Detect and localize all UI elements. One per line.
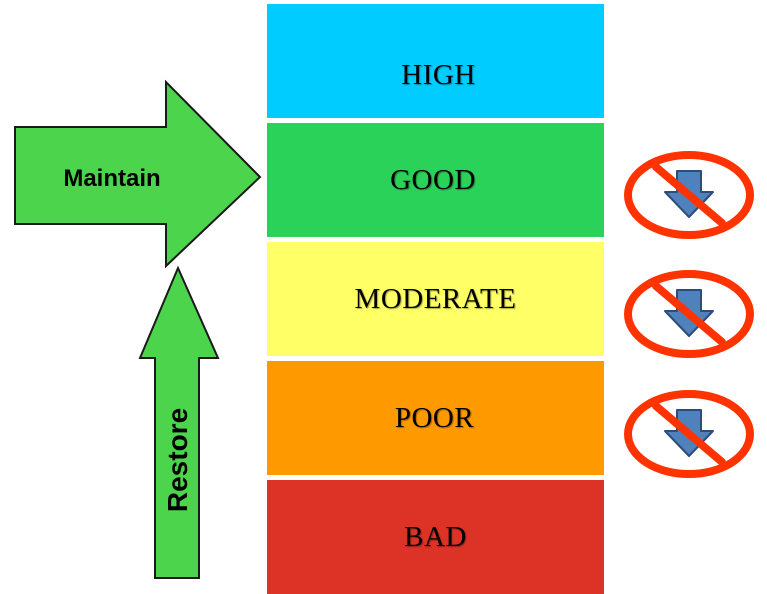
status-level-stack: HIGH GOOD MODERATE POOR BAD <box>267 4 604 594</box>
no-downgrade-icon <box>628 394 750 474</box>
maintain-arrow: Maintain <box>14 79 262 269</box>
status-band-bad: BAD <box>267 480 604 594</box>
restore-arrow: Restore <box>138 265 220 579</box>
status-label-good: GOOD <box>390 163 476 196</box>
status-label-moderate: MODERATE <box>354 282 517 315</box>
no-downgrade-icon <box>628 274 750 354</box>
status-band-moderate: MODERATE <box>267 242 604 356</box>
maintain-arrow-label: Maintain <box>63 165 160 192</box>
restore-arrow-label: Restore <box>162 408 193 512</box>
status-label-poor: POOR <box>394 401 475 434</box>
status-band-good: GOOD <box>267 123 604 237</box>
status-band-high: HIGH <box>267 4 604 118</box>
status-label-bad: BAD <box>404 520 467 553</box>
status-label-high: HIGH <box>401 58 476 91</box>
status-band-poor: POOR <box>267 361 604 475</box>
no-downgrade-icon <box>628 155 750 235</box>
